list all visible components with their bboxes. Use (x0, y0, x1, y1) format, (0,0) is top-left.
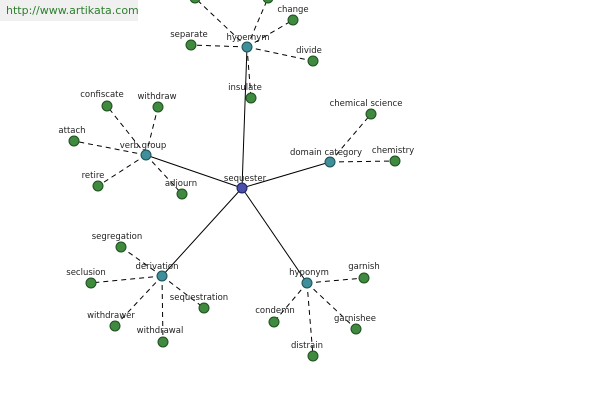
node-label-confiscate[interactable]: confiscate (80, 90, 124, 100)
edge-hypernym-to-divide (246, 46, 314, 62)
edge-sequester-to-domain-category (241, 161, 331, 189)
node-label-hypernym[interactable]: hypernym (226, 33, 269, 43)
node-label-separate[interactable]: separate (170, 30, 208, 40)
node-label-distrain[interactable]: distrain (291, 341, 323, 351)
edge-verb-group-to-confiscate (106, 105, 147, 156)
node-label-insulate[interactable]: insulate (228, 83, 262, 93)
node-label-hyponym[interactable]: hyponym (289, 268, 329, 278)
leaf-node-separate[interactable] (185, 39, 197, 51)
node-label-derivation[interactable]: derivation (135, 262, 178, 272)
edge-verb-group-to-retire (97, 154, 147, 187)
leaf-node-withdrawer[interactable] (109, 320, 121, 332)
leaf-node-change[interactable] (287, 14, 299, 26)
edge-hypernym-to-l-top1 (196, 0, 248, 48)
node-label-garnishee[interactable]: garnishee (334, 314, 376, 324)
leaf-node-adjourn[interactable] (176, 188, 188, 200)
edge-hyponym-to-garnish (306, 277, 365, 284)
edge-hypernym-to-separate (190, 44, 248, 48)
node-label-chemical-science[interactable]: chemical science (330, 99, 403, 109)
node-label-chemistry[interactable]: chemistry (372, 146, 414, 156)
leaf-node-withdraw[interactable] (152, 101, 164, 113)
edge-hyponym-to-garnishee (306, 282, 357, 330)
node-label-withdraw[interactable]: withdraw (137, 92, 176, 102)
edge-domain-category-to-chemistry (329, 160, 396, 163)
node-label-adjourn[interactable]: adjourn (165, 179, 197, 189)
node-label-seclusion[interactable]: seclusion (66, 268, 105, 278)
leaf-node-chemistry[interactable] (389, 155, 401, 167)
edge-verb-group-to-attach (73, 140, 147, 156)
category-node-hyponym[interactable] (301, 277, 313, 289)
node-label-attach[interactable]: attach (58, 126, 85, 136)
node-label-segregation[interactable]: segregation (92, 232, 142, 242)
leaf-node-confiscate[interactable] (101, 100, 113, 112)
edge-sequester-to-derivation (161, 187, 243, 277)
edge-derivation-to-withdrawal (161, 275, 164, 343)
category-node-derivation[interactable] (156, 270, 168, 282)
leaf-node-garnish[interactable] (358, 272, 370, 284)
edges-layer (73, 0, 396, 357)
category-node-hypernym[interactable] (241, 41, 253, 53)
leaf-node-condemn[interactable] (268, 316, 280, 328)
node-label-change[interactable]: change (277, 5, 308, 15)
category-node-verb-group[interactable] (140, 149, 152, 161)
root-node-sequester[interactable] (236, 182, 248, 194)
edge-derivation-to-withdrawer (114, 275, 163, 327)
edge-hyponym-to-distrain (306, 282, 314, 357)
leaf-node-segregation[interactable] (115, 241, 127, 253)
site-url-banner[interactable]: http://www.artikata.com (0, 0, 139, 21)
edge-sequester-to-verb-group (145, 154, 243, 189)
nodes-layer (68, 0, 401, 362)
leaf-node-distrain[interactable] (307, 350, 319, 362)
node-label-domain-category[interactable]: domain category (290, 148, 362, 158)
leaf-node-retire[interactable] (92, 180, 104, 192)
node-label-sequester[interactable]: sequester (224, 174, 267, 184)
leaf-node-chemical-science[interactable] (365, 108, 377, 120)
edge-derivation-to-sequestration (161, 275, 205, 309)
node-label-retire[interactable]: retire (82, 171, 105, 181)
leaf-node-l-top1[interactable] (189, 0, 201, 4)
leaf-node-divide[interactable] (307, 55, 319, 67)
leaf-node-withdrawal[interactable] (157, 336, 169, 348)
node-label-verb-group[interactable]: verb group (120, 141, 167, 151)
leaf-node-insulate[interactable] (245, 92, 257, 104)
node-label-withdrawal[interactable]: withdrawal (137, 326, 184, 336)
node-label-garnish[interactable]: garnish (348, 262, 380, 272)
node-label-sequestration[interactable]: sequestration (170, 293, 228, 303)
labels-layer: sequester hypernym verb group domain catego… (58, 5, 414, 351)
leaf-node-sequestration[interactable] (198, 302, 210, 314)
edge-sequester-to-hyponym (241, 187, 308, 284)
leaf-node-seclusion[interactable] (85, 277, 97, 289)
leaf-node-l-top2[interactable] (262, 0, 274, 4)
node-label-condemn[interactable]: condemn (255, 306, 295, 316)
leaf-node-attach[interactable] (68, 135, 80, 147)
node-label-divide[interactable]: divide (296, 46, 322, 56)
category-node-domain-category[interactable] (324, 156, 336, 168)
edge-sequester-to-hypernym (241, 46, 248, 189)
edge-derivation-to-seclusion (90, 275, 163, 284)
node-label-withdrawer[interactable]: withdrawer (87, 311, 135, 321)
edge-domain-category-to-chemical-science (329, 113, 372, 163)
edge-hyponym-to-condemn (273, 282, 308, 323)
leaf-node-garnishee[interactable] (350, 323, 362, 335)
